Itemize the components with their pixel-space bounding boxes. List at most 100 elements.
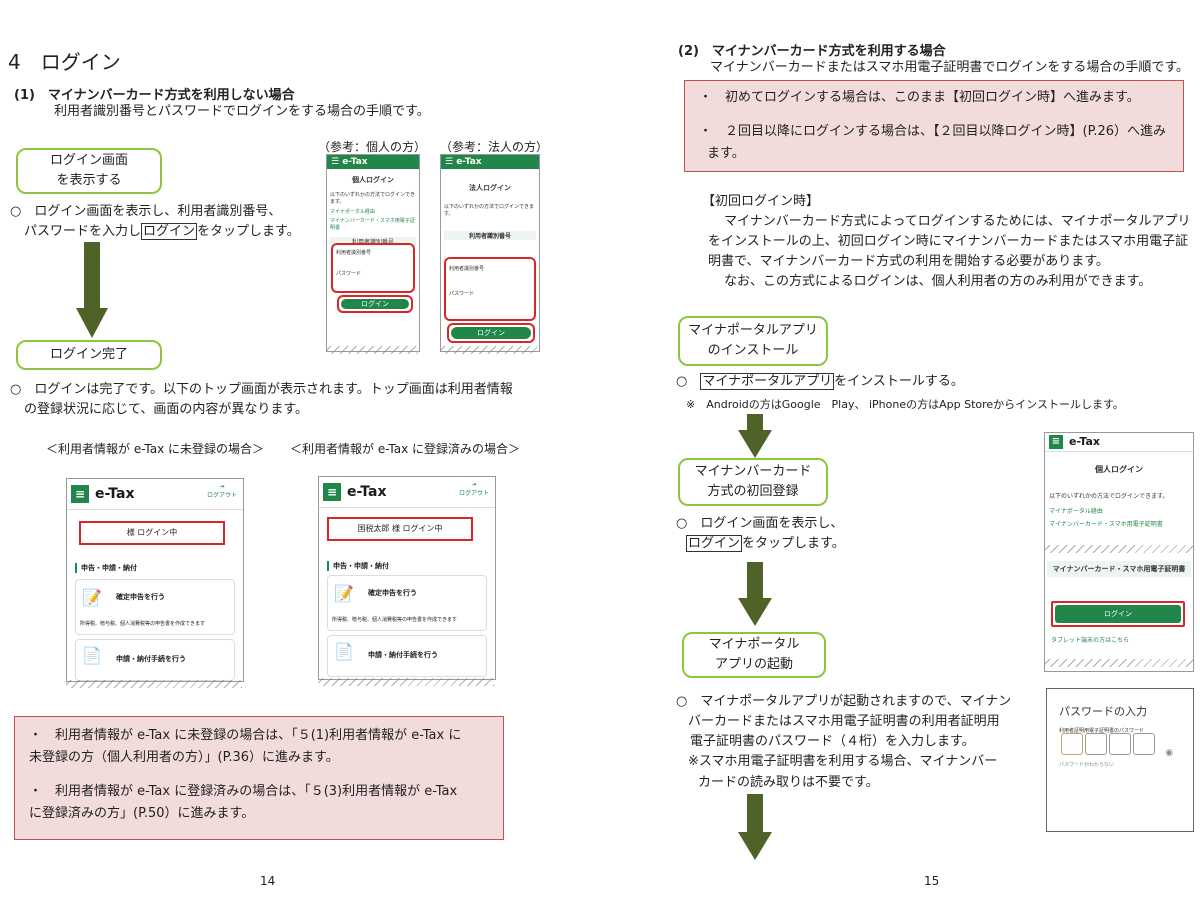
tablet-link[interactable]: タブレット端末の方はこちら xyxy=(1051,637,1130,644)
logout-icon: ⇥ xyxy=(471,481,477,488)
pw-digit-1[interactable] xyxy=(1061,733,1083,755)
final-return-card[interactable]: 📝 確定申告を行う 所得税、贈与税、個人消費税等の申告書を作成できます xyxy=(327,575,487,631)
first-login-text: マイナンバーカード方式によってログインするためには、マイナポータルアプリ をイン… xyxy=(708,212,1200,293)
step1-text-line-a: ○ ログイン画面を表示し、利用者識別番号、 xyxy=(10,204,282,219)
section-filing: 申告・申請・納付 xyxy=(327,561,389,571)
step1-text: ○ ログイン画面を表示し、利用者識別番号、 パスワードを入力しログインをタップし… xyxy=(10,202,300,242)
section-desc-2: マイナンバーカードまたはスマホ用電子証明書でログインをする場合の手順です。 xyxy=(710,60,1190,75)
launch-text-b: バーカードまたはスマホ用電子証明書の利用者証明用 xyxy=(688,714,1000,730)
launch-text-d: ※スマホ用電子証明書を利用する場合、マイナンバー xyxy=(688,754,998,770)
pw-label: 利用者証明用電子証明書のパスワード xyxy=(1059,728,1145,734)
field-pw-label: パスワード xyxy=(449,291,475,297)
password-input-screen: パスワードの入力 利用者証明用電子証明書のパスワード ◉ パスワードがわからない xyxy=(1046,688,1194,832)
login-button-box: ログイン xyxy=(447,323,535,343)
apply-pay-label: 申請・納付手続を行う xyxy=(368,651,438,659)
screen-title: 個人ログイン xyxy=(352,176,394,184)
etax-logo: e-Tax xyxy=(456,157,482,167)
login-button[interactable]: ログイン xyxy=(1055,605,1181,623)
final-return-desc: 所得税、贈与税、個人消費税等の申告書を作成できます xyxy=(80,621,206,627)
card-section-header: マイナンバーカード・スマホ用電子証明書 xyxy=(1047,561,1191,577)
note-b2: に登録済みの方」(P.50）に進みます。 xyxy=(29,806,255,822)
wavy-divider xyxy=(1045,545,1193,553)
final-return-desc: 所得税、贈与税、個人消費税等の申告書を作成できます xyxy=(332,617,458,623)
apply-pay-card[interactable]: 📄 申請・納付手続を行う xyxy=(327,635,487,677)
etax-header: ≡ e-Tax xyxy=(1045,433,1193,452)
phone-corporate-login: ☰ e-Tax 法人ログイン 以下のいずれかの方法でログインできます。 利用者識… xyxy=(440,154,540,352)
first-p3: 明書で、マイナンバーカード方式の利用を開始する必要があります。 xyxy=(708,254,1109,270)
note-box-left: ・ 利用者情報が e-Tax に未登録の場合は、「５(1)利用者情報が e-Ta… xyxy=(14,716,504,840)
final-return-label: 確定申告を行う xyxy=(368,589,417,597)
login-button-box: ログイン xyxy=(337,295,413,313)
section-filing: 申告・申請・納付 xyxy=(75,563,137,573)
phone-individual-login: ☰ e-Tax 個人ログイン 以下のいずれかの方法でログインできます。 マイナポ… xyxy=(326,154,420,352)
first-p2: をインストールの上、初回ログイン時にマイナンバーカードまたはスマホ用電子証 xyxy=(708,234,1189,250)
final-return-label: 確定申告を行う xyxy=(116,593,165,601)
install-text: ○ マイナポータルアプリをインストールする。 xyxy=(676,372,964,392)
credential-fields-box: 利用者識別番号 パスワード xyxy=(444,257,536,321)
menu-icon[interactable]: ≡ xyxy=(71,485,89,503)
first-p4: なお、この方式によるログインは、個人利用者の方のみ利用ができます。 xyxy=(724,274,1152,290)
menu-icon: ☰ xyxy=(445,157,457,167)
launch-text-c: 電子証明書のパスワード（４桁）を入力します。 xyxy=(690,734,975,750)
note-box-right: ・ 初めてログインする場合は、このまま【初回ログイン時】へ進みます。 ・ ２回目… xyxy=(684,80,1184,172)
step-box-login-complete: ログイン完了 xyxy=(16,340,162,370)
wavy-divider xyxy=(66,680,242,688)
caption-unregistered: ＜利用者情報が e-Tax に未登録の場合＞ xyxy=(46,442,265,456)
login-button[interactable]: ログイン xyxy=(451,327,531,339)
step1-text-pre: パスワードを入力し xyxy=(24,224,142,240)
register-text-a: ○ ログイン画面を表示し、 xyxy=(676,516,844,531)
etax-logo: e-Tax xyxy=(1069,435,1101,448)
etax-header: ☰ e-Tax xyxy=(441,155,539,169)
ref-caption-corporate: （参考：法人の方） xyxy=(440,140,549,154)
step2-text: ○ ログインは完了です。以下のトップ画面が表示されます。トップ画面は利用者情報 … xyxy=(10,380,513,420)
menu-icon: ☰ xyxy=(331,157,343,167)
screen-myna-card: マイナンバーカード・スマホ用電子証明書 xyxy=(330,218,415,231)
pw-forgot-link[interactable]: パスワードがわからない xyxy=(1059,762,1115,768)
launch-text-a: ○ マイナポータルアプリが起動されますので、マイナン xyxy=(676,694,1012,709)
logout-button[interactable]: ⇥ログアウト xyxy=(458,481,489,497)
login-status-box: 国税太郎 様 ログイン中 xyxy=(327,517,473,541)
credential-fields-box: 利用者識別番号 パスワード xyxy=(331,243,415,293)
etax-logo: e-Tax xyxy=(95,486,135,502)
launch-text: ○ マイナポータルアプリが起動されますので、マイナン バーカードまたはスマホ用電… xyxy=(676,692,1011,793)
install-note: ※ Androidの方はGoogle Play、 iPhoneの方はApp St… xyxy=(686,398,1124,411)
page-number-right: 15 xyxy=(924,874,940,888)
note-r-a: ・ 初めてログインする場合は、このまま【初回ログイン時】へ進みます。 xyxy=(699,90,1140,105)
menu-icon[interactable]: ≡ xyxy=(1049,435,1063,449)
note-a2: 未登録の方（個人利用者の方）」(P.36）に進みます。 xyxy=(29,750,339,766)
step2-text-b: の登録状況に応じて、画面の内容が異なります。 xyxy=(24,402,309,418)
pw-digit-4[interactable] xyxy=(1133,733,1155,755)
etax-logo: e-Tax xyxy=(342,157,368,167)
wavy-divider xyxy=(318,678,494,686)
login-status-box: 様 ログイン中 xyxy=(79,521,225,545)
menu-icon[interactable]: ≡ xyxy=(323,483,341,501)
step-box-install-app: マイナポータルアプリ のインストール xyxy=(678,316,828,366)
field-id-label: 利用者識別番号 xyxy=(449,266,485,272)
step1-text-line-b: パスワードを入力しログインをタップします。 xyxy=(10,222,300,242)
step-box-launch-app: マイナポータル アプリの起動 xyxy=(682,632,826,678)
down-arrow-icon xyxy=(76,242,108,338)
etax-header: ☰ e-Tax xyxy=(327,155,419,169)
launch-text-e: カードの読み取りは不要です。 xyxy=(698,774,879,790)
screen-myna-portal: マイナポータル経由 xyxy=(330,209,375,215)
eye-icon[interactable]: ◉ xyxy=(1165,748,1174,758)
logout-icon: ⇥ xyxy=(219,483,225,490)
step-box-first-register: マイナンバーカード 方式の初回登録 xyxy=(678,458,828,506)
note-a1: ・ 利用者情報が e-Tax に未登録の場合は、「５(1)利用者情報が e-Ta… xyxy=(29,728,462,743)
final-return-card[interactable]: 📝 確定申告を行う 所得税、贈与税、個人消費税等の申告書を作成できます xyxy=(75,579,235,635)
ref-caption-individual: （参考：個人の方） xyxy=(318,140,427,154)
apply-pay-card[interactable]: 📄 申請・納付手続を行う xyxy=(75,639,235,681)
login-button[interactable]: ログイン xyxy=(341,299,409,309)
step-box-show-login: ログイン画面 を表示する xyxy=(16,148,162,194)
pw-digit-3[interactable] xyxy=(1109,733,1131,755)
document-icon: 📄 xyxy=(82,646,102,665)
install-post: をインストールする。 xyxy=(834,374,964,389)
top-screen-unregistered: ≡ e-Tax ⇥ログアウト 様 ログイン中 申告・申請・納付 📝 確定申告を行う… xyxy=(66,478,244,682)
logout-button[interactable]: ⇥ログアウト xyxy=(206,483,237,499)
screen-choose: 以下のいずれかの方法でログインできます。 xyxy=(1049,493,1169,500)
pw-title: パスワードの入力 xyxy=(1059,705,1147,718)
pw-digit-2[interactable] xyxy=(1085,733,1107,755)
screen-id-header: 利用者識別番号 xyxy=(330,237,416,246)
section-heading-1: (1) マイナンバーカード方式を利用しない場合 xyxy=(14,88,295,103)
screen-myna-portal: マイナポータル経由 xyxy=(1049,508,1103,515)
